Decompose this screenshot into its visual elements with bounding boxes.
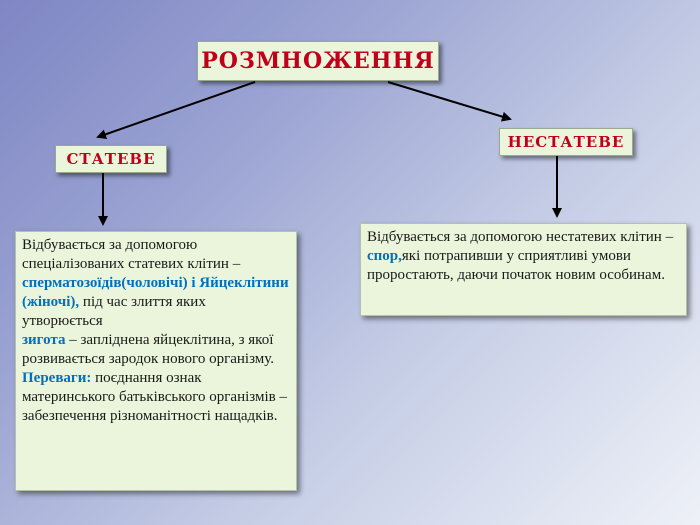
sexual-desc-part-3: – запліднена яйцеклітина, з якої розвива… [22, 332, 275, 367]
sexual-desc-part-1: Відбувається за допомогою спеціалізовани… [22, 237, 241, 272]
asexual-highlight-spores: спор, [367, 248, 402, 264]
sexual-advantages-text: поєднання ознак материнського батьківськ… [22, 370, 287, 424]
asexual-desc-part-2: які потрапивши у сприятливі умови пророс… [367, 248, 665, 283]
diagram-title: РОЗМНОЖЕННЯ [197, 41, 439, 81]
asexual-desc-part-1: Відбувається за допомогою нестатевих клі… [367, 229, 674, 245]
sexual-desc-part-2: під час злиття яких утворюється [22, 294, 206, 329]
sexual-advantages-label: Переваги: [22, 370, 92, 386]
sexual-description: Відбувається за допомогою спеціалізовани… [15, 231, 297, 491]
asexual-description: Відбувається за допомогою нестатевих клі… [360, 223, 687, 316]
arrow-to-asexual [387, 81, 512, 122]
arrow-to-sexual [96, 81, 256, 140]
sexual-label: СТАТЕВЕ [55, 145, 167, 173]
sexual-highlight-gametes: сперматозоїдів(чоловічі) і Яйцеклітини (… [22, 275, 289, 310]
asexual-label: НЕСТАТЕВЕ [499, 128, 633, 156]
sexual-highlight-zygote: зигота [22, 332, 66, 348]
